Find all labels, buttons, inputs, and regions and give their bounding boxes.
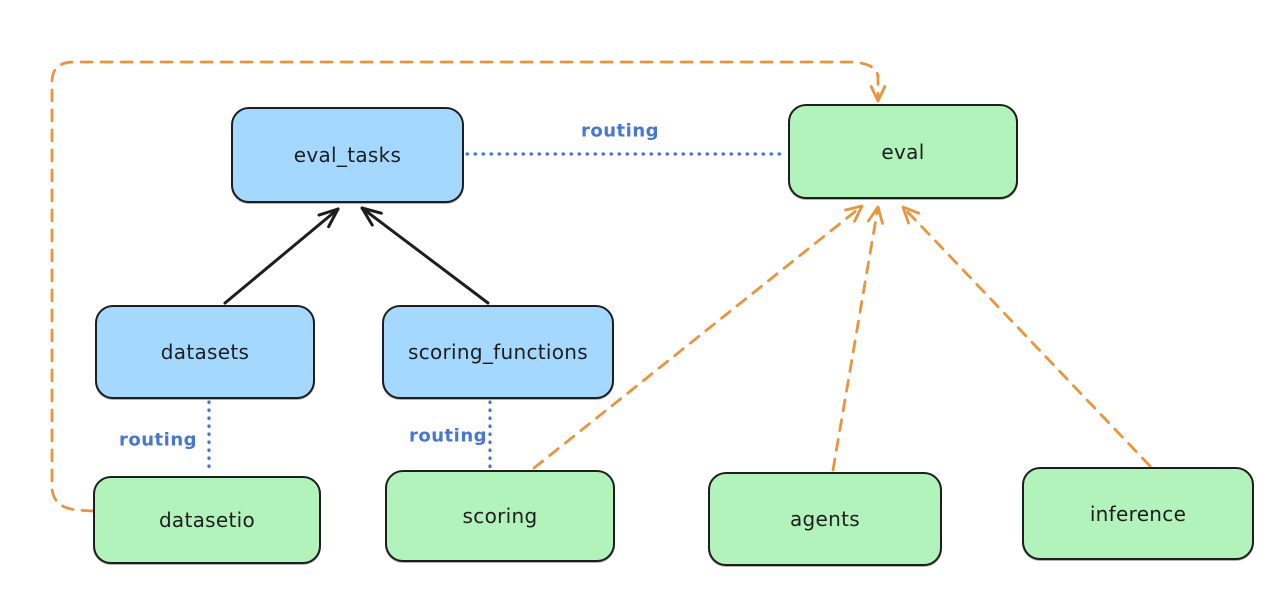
node-datasets-label: datasets (160, 340, 250, 364)
node-eval-tasks-label: eval_tasks (293, 143, 402, 167)
node-eval[interactable]: eval (788, 104, 1018, 199)
edge-scoring-to-eval (532, 204, 864, 470)
node-inference[interactable]: inference (1022, 467, 1254, 560)
node-scoring[interactable]: scoring (385, 470, 615, 562)
node-agents-label: agents (790, 507, 860, 531)
edge-inference-to-eval (901, 205, 1152, 468)
node-datasetio[interactable]: datasetio (93, 476, 321, 564)
node-datasetio-label: datasetio (158, 508, 256, 532)
routing-label-middle: routing (408, 425, 488, 447)
routing-label-top: routing (580, 120, 660, 142)
routing-label-left: routing (118, 429, 198, 451)
node-scoring-label: scoring (462, 504, 538, 528)
edge-scoring-functions-to-eval-tasks (360, 206, 490, 305)
edge-datasets-to-eval-tasks (223, 207, 340, 305)
edge-agents-to-eval (831, 205, 884, 472)
edge-datasetio-to-eval (50, 60, 887, 513)
node-agents[interactable]: agents (708, 472, 942, 566)
node-scoring-functions-label: scoring_functions (407, 340, 589, 364)
node-datasets[interactable]: datasets (95, 305, 315, 399)
node-eval-tasks[interactable]: eval_tasks (231, 107, 464, 203)
node-scoring-functions[interactable]: scoring_functions (382, 305, 614, 399)
node-eval-label: eval (881, 139, 925, 164)
node-inference-label: inference (1089, 501, 1187, 526)
